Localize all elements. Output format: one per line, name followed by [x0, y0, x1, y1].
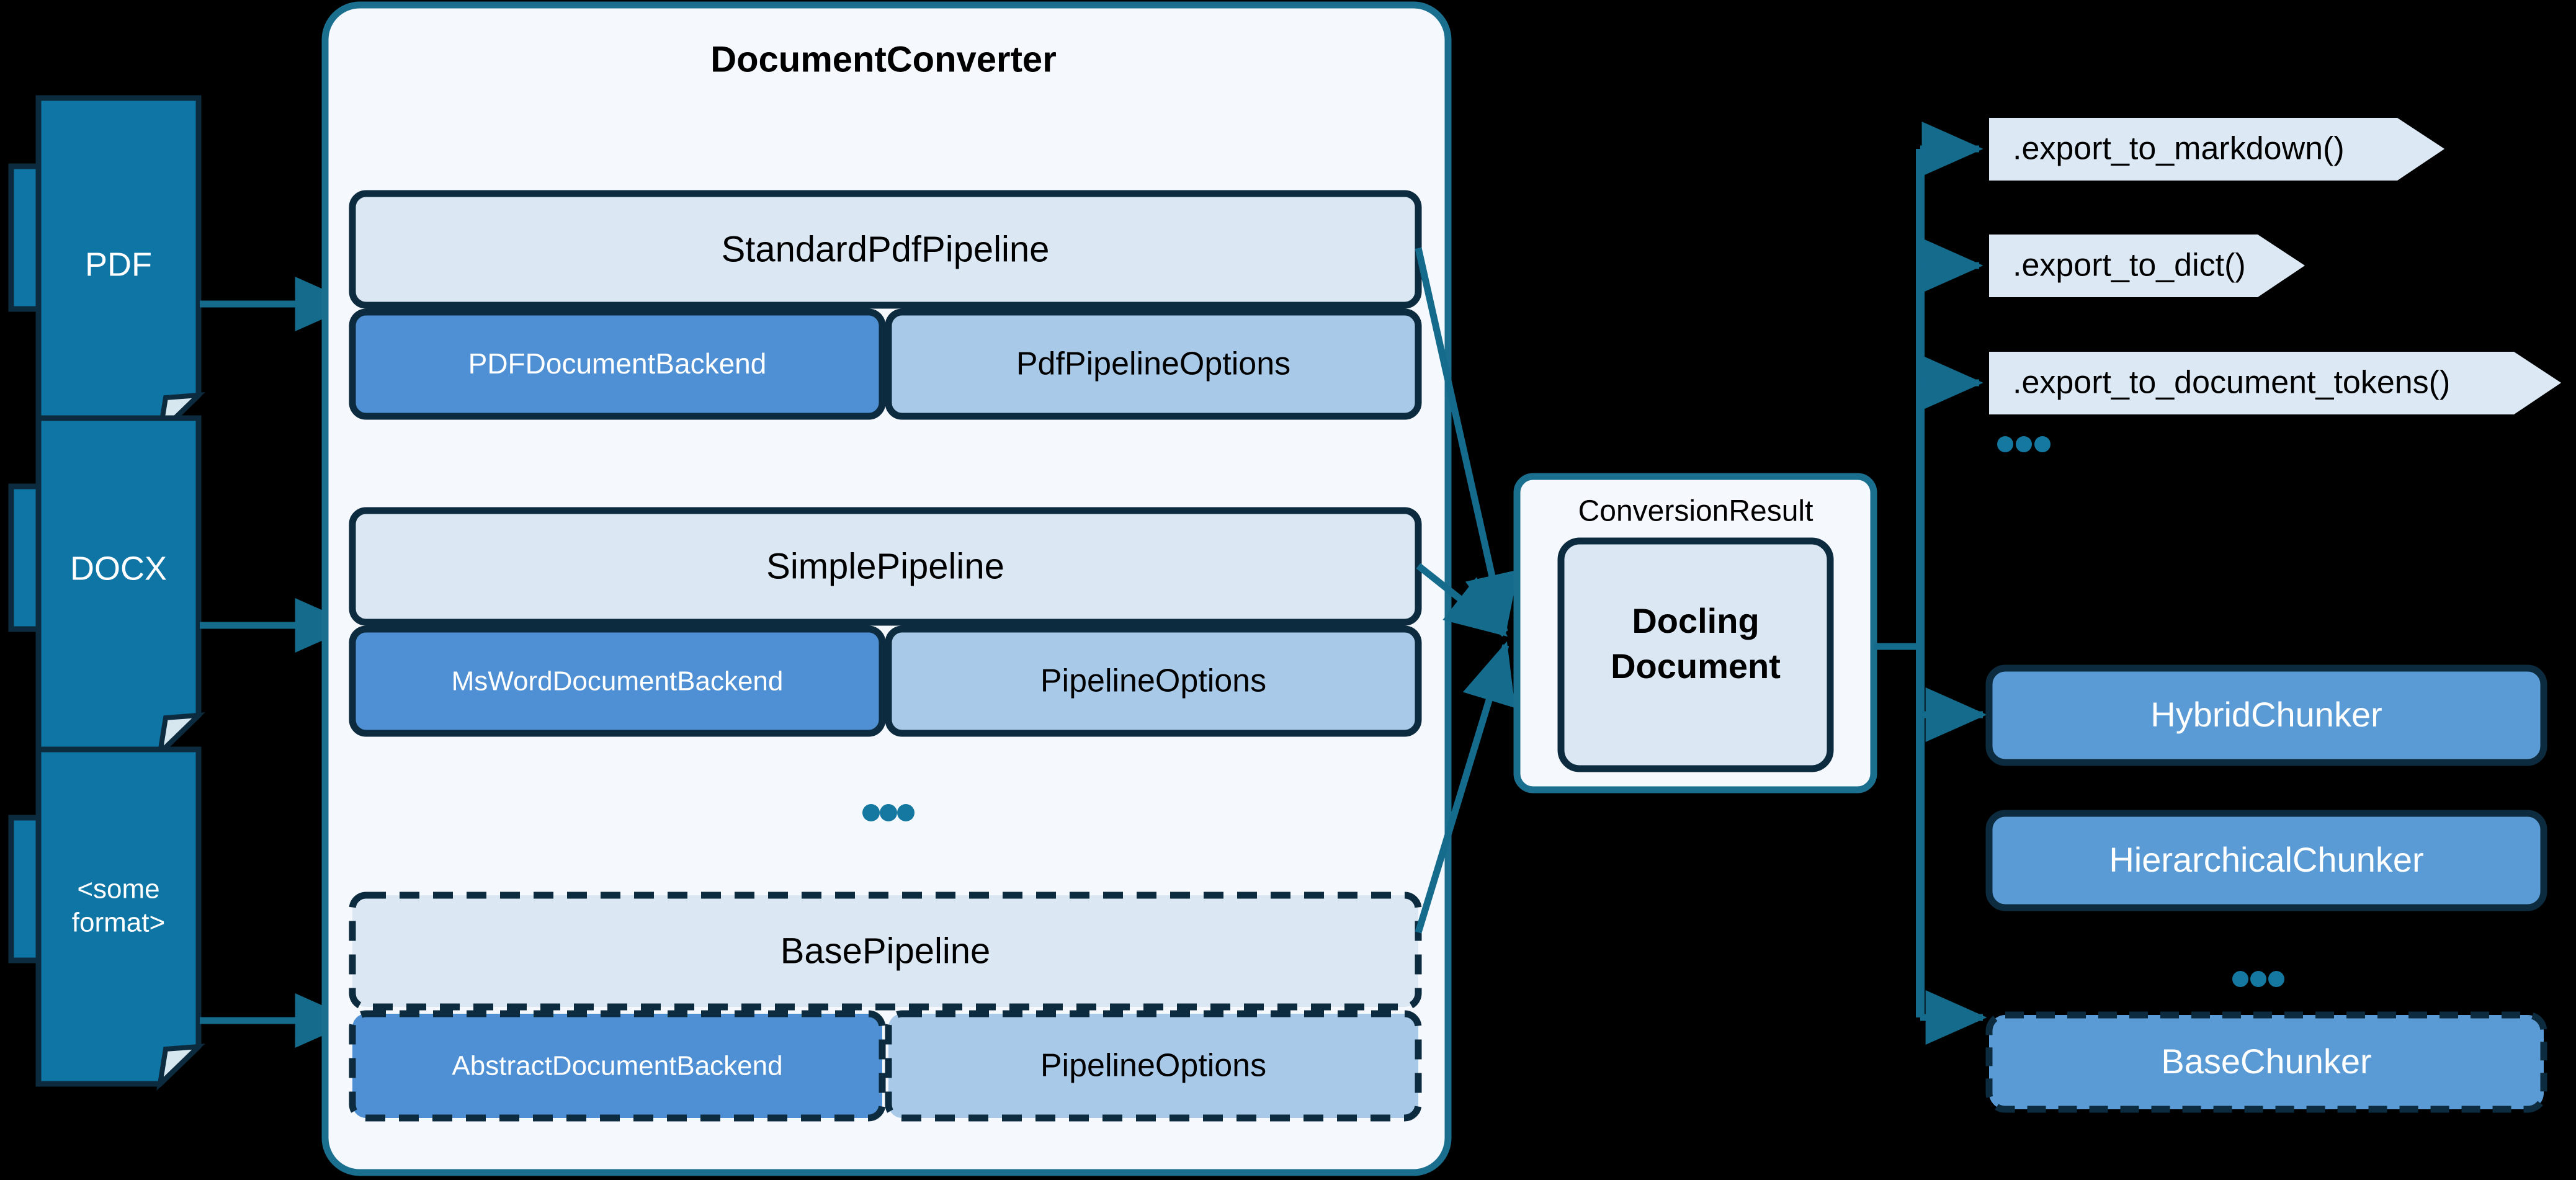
export-shape-document-tokens[interactable]: .export_to_document_tokens() — [1989, 352, 2561, 414]
input-doc-label-line1: <some — [77, 874, 159, 905]
pipeline-label: BasePipeline — [780, 931, 991, 971]
options-box[interactable] — [885, 1010, 1422, 1122]
export-arrow-shape — [1989, 235, 2305, 297]
doc-fold-corner — [156, 1044, 205, 1091]
backend-box[interactable] — [349, 308, 886, 420]
input-doc-label: DOCX — [70, 550, 167, 587]
options-label: PipelineOptions — [1040, 663, 1266, 699]
chunker-box[interactable] — [1985, 1011, 2547, 1113]
input-doc-docx[interactable]: DOCX — [8, 415, 205, 760]
export-shape-markdown[interactable]: .export_to_markdown() — [1989, 118, 2444, 181]
conversion-result-title: ConversionResult — [1578, 495, 1813, 528]
chunkers-ellipsis — [2232, 971, 2284, 987]
backend-box[interactable] — [349, 625, 886, 737]
export-arrow-shape — [1989, 352, 2561, 414]
pipeline-label: SimplePipeline — [766, 546, 1004, 586]
chunker-label: HybridChunker — [2150, 695, 2382, 734]
backend-label: PDFDocumentBackend — [468, 347, 767, 380]
input-doc-label: PDF — [85, 246, 152, 283]
chunker-label: HierarchicalChunker — [2109, 840, 2423, 879]
chunker-hierarchical[interactable]: HierarchicalChunker — [1985, 810, 2547, 911]
chunker-base[interactable]: BaseChunker — [1985, 1011, 2547, 1113]
chunker-hybrid[interactable]: HybridChunker — [1985, 664, 2547, 766]
pipeline-group-simple[interactable]: SimplePipeline MsWordDocumentBackend Pip… — [349, 507, 1422, 737]
connector-base-to-result — [1415, 641, 1516, 934]
backend-box[interactable] — [349, 1010, 886, 1122]
doc-fold-corner — [156, 712, 205, 760]
chunker-box[interactable] — [1985, 810, 2547, 911]
backend-label: AbstractDocumentBackend — [452, 1051, 782, 1081]
docling-document-label-line2: Document — [1611, 646, 1781, 686]
export-shape-dict[interactable]: .export_to_dict() — [1989, 235, 2305, 297]
backend-label: MsWordDocumentBackend — [452, 666, 784, 697]
export-label: .export_to_document_tokens() — [2013, 365, 2450, 401]
docling-document-label-line1: Docling — [1632, 601, 1759, 640]
connector-simple-to-result — [1416, 563, 1508, 637]
export-arrow-shape — [1989, 118, 2444, 181]
pipeline-group-base[interactable]: BasePipeline AbstractDocumentBackend Pip… — [349, 892, 1422, 1122]
docling-document-box[interactable] — [1557, 537, 1834, 772]
options-label: PdfPipelineOptions — [1016, 346, 1290, 382]
chunker-label: BaseChunker — [2161, 1042, 2371, 1081]
options-label: PipelineOptions — [1040, 1048, 1266, 1084]
connector-standardpdf-to-result — [1415, 247, 1519, 636]
pipeline-label: StandardPdfPipeline — [722, 229, 1050, 269]
converter-ellipsis — [862, 804, 915, 821]
page-title: DocumentConverter — [710, 39, 1057, 79]
pipeline-box[interactable] — [349, 892, 1422, 1011]
pipeline-group-standardpdf[interactable]: StandardPdfPipeline PDFDocumentBackend P… — [349, 190, 1422, 420]
export-label: .export_to_dict() — [2013, 248, 2246, 284]
chunker-box[interactable] — [1985, 664, 2547, 766]
options-box[interactable] — [885, 625, 1422, 737]
input-doc-someformat[interactable]: <some format> — [8, 746, 205, 1091]
input-doc-label-line2: format> — [72, 908, 165, 938]
options-box[interactable] — [885, 308, 1422, 420]
pipeline-to-result-connectors — [1415, 247, 1519, 934]
result-output-bus — [1874, 122, 1987, 1045]
export-label: .export_to_markdown() — [2013, 131, 2345, 167]
exports-ellipsis — [1997, 436, 2051, 452]
input-doc-pdf[interactable]: PDF — [8, 65, 205, 440]
